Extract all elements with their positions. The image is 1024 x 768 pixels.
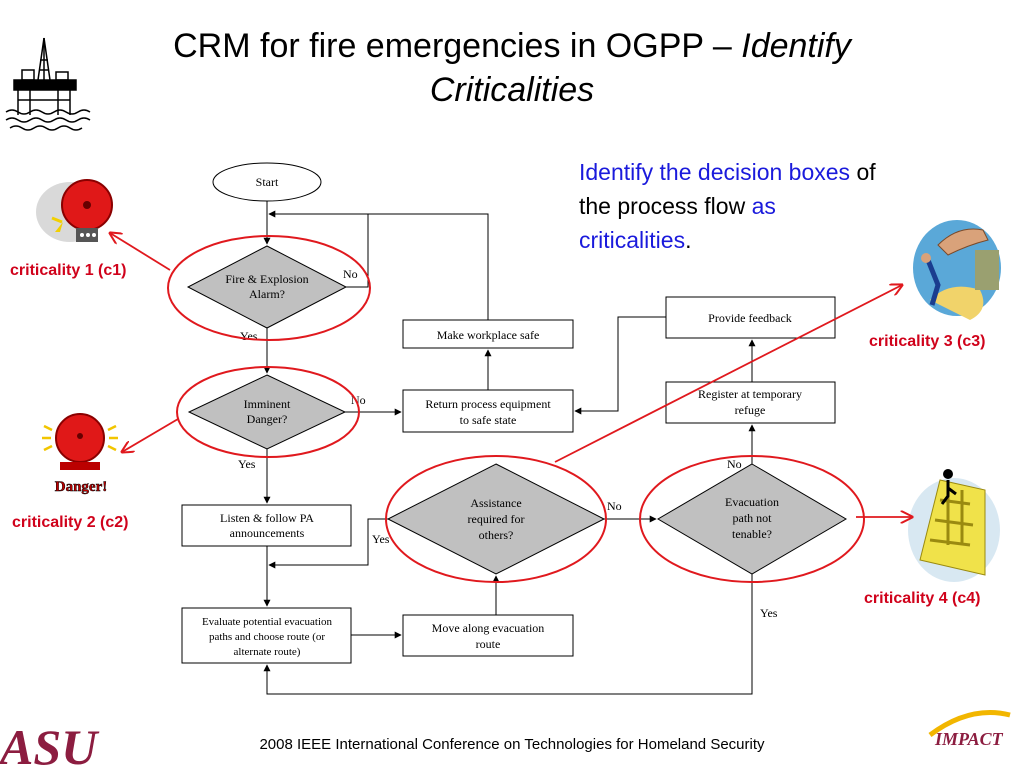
evac-no-label: No [727, 457, 742, 471]
impact-logo-text: IMPACT [934, 729, 1004, 749]
c2-highlight [176, 366, 360, 458]
alarm-bell-icon [36, 179, 113, 242]
danger-bell-icon: Danger! [42, 413, 118, 495]
asu-logo: ASU [0, 719, 100, 768]
make-safe-label: Make workplace safe [437, 328, 540, 342]
slide-title-line2: Criticalities [429, 71, 595, 109]
intro-part2: of the process flow [579, 159, 876, 219]
oil-rig-icon [5, 37, 91, 131]
move-route-box [402, 614, 574, 657]
maze-icon [908, 469, 1000, 582]
title-plain: CRM for fire emergencies in OGPP – [173, 27, 742, 65]
intro-text: Identify the decision boxes of the proce… [579, 155, 879, 257]
move-label-2: route [476, 637, 501, 651]
make-safe-box [402, 319, 574, 349]
return-label-1: Return process equipment [425, 397, 551, 411]
criticality-2-label: criticality 2 (c2) [12, 514, 129, 531]
register-label-2: refuge [735, 403, 766, 417]
criticality-3-label: criticality 3 (c3) [869, 333, 986, 350]
slide-title: CRM for fire emergencies in OGPP – Ident… [60, 24, 964, 68]
evaluate-label-1: Evaluate potential evacuation [202, 616, 333, 628]
register-refuge-box [665, 381, 836, 424]
provide-feedback-box [665, 296, 836, 339]
evaluate-label-2: paths and choose route (or [209, 631, 325, 643]
fire-alarm-no-label: No [343, 267, 358, 281]
register-label-1: Register at temporary [698, 387, 802, 401]
fire-alarm-label-1: Fire & Explosion [225, 272, 308, 286]
evaluate-label-3: alternate route) [234, 646, 301, 658]
criticality-4-label: criticality 4 (c4) [864, 590, 981, 607]
c3-highlight [385, 455, 607, 583]
c1-highlight [167, 235, 371, 341]
listen-pa-box [181, 504, 352, 547]
impact-logo: IMPACT [928, 710, 1011, 749]
assistance-yes-label: Yes [372, 532, 390, 546]
intro-part4: . [685, 227, 692, 253]
assistance-label-2: required for [468, 512, 525, 526]
imminent-label-2: Danger? [247, 412, 288, 426]
return-label-2: to safe state [460, 413, 517, 427]
assistance-label-3: others? [479, 528, 514, 542]
intro-part1: Identify the decision boxes [579, 159, 851, 185]
move-label-1: Move along evacuation [432, 621, 545, 635]
helping-hand-icon [913, 220, 1001, 320]
evac-yes-label: Yes [760, 606, 778, 620]
assistance-no-label: No [607, 499, 622, 513]
listen-label-2: announcements [230, 526, 305, 540]
intro-part3: as criticalities [579, 193, 776, 253]
feedback-label: Provide feedback [708, 311, 792, 325]
assistance-decision [386, 463, 606, 575]
criticality-1-label: criticality 1 (c1) [10, 262, 127, 279]
footer-text: 2008 IEEE International Conference on Te… [259, 736, 765, 753]
criticality-highlights [167, 235, 865, 583]
title-italic: Identify [741, 27, 851, 65]
evac-label-1: Evacuation [725, 495, 779, 509]
evac-label-2: path not [733, 511, 773, 525]
c4-highlight [639, 455, 865, 583]
imminent-label-1: Imminent [244, 397, 291, 411]
return-equipment-box [402, 389, 574, 433]
danger-label: Danger! [55, 479, 108, 495]
asu-logo-text: ASU [0, 719, 100, 768]
assistance-label-1: Assistance [470, 496, 521, 510]
evac-label-3: tenable? [732, 527, 772, 541]
listen-label-1: Listen & follow PA [220, 511, 314, 525]
imminent-yes-label: Yes [238, 457, 256, 471]
fire-alarm-label-2: Alarm? [249, 287, 285, 301]
criticality-pointers [110, 233, 912, 517]
start-label: Start [256, 175, 279, 189]
fire-alarm-yes-label: Yes [240, 329, 258, 343]
evaluate-paths-box [181, 607, 352, 664]
